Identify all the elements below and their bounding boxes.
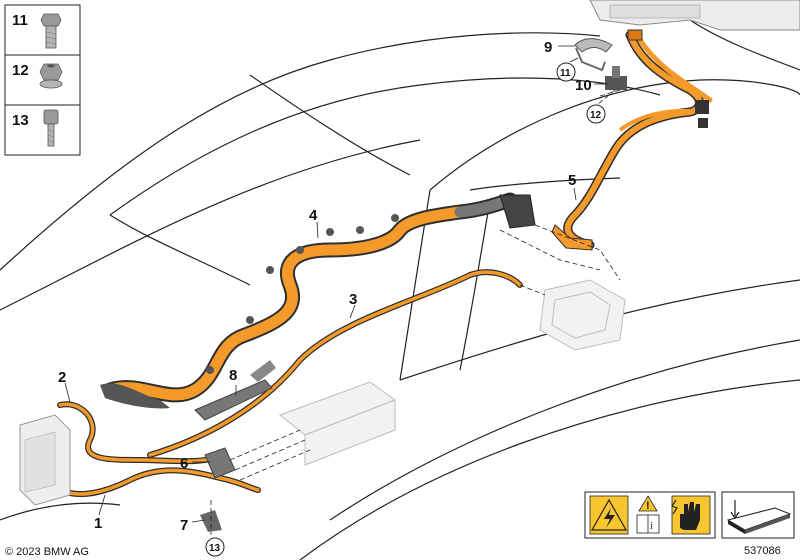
flange-nut-icon	[39, 63, 63, 89]
callout-1: 1	[94, 515, 102, 532]
leader-lines	[210, 89, 621, 535]
cable-2	[57, 401, 228, 465]
cable-3	[147, 269, 523, 458]
callout-3: 3	[349, 291, 357, 308]
callout-2: 2	[58, 369, 66, 386]
circled-ref-13	[205, 537, 225, 557]
fastener-legend: 11 12 13	[4, 4, 81, 156]
callout-10: 10	[575, 77, 592, 94]
cable-1	[52, 467, 261, 498]
svg-text:i: i	[650, 521, 653, 532]
high-voltage-warning-icon	[589, 495, 629, 535]
callout-8: 8	[229, 367, 237, 384]
hv-warning-label: ! i	[584, 491, 716, 539]
center-converter	[278, 381, 397, 466]
callout-7: 7	[180, 517, 188, 534]
legend-item-12-number: 12	[12, 62, 29, 79]
circled-ref-13-label: 13	[209, 543, 221, 554]
callouts: 1 2 3 4 5 6 7 8 9 10 11 12 13	[58, 39, 608, 557]
cable-4	[100, 192, 536, 409]
callout-5: 5	[568, 172, 576, 189]
copyright-text: © 2023 BMW AG	[5, 546, 89, 558]
diagram-number: 537086	[744, 545, 781, 557]
holder-10	[605, 66, 627, 90]
overview-icon	[721, 491, 795, 539]
callout-6: 6	[180, 455, 188, 472]
left-module	[19, 414, 71, 506]
top-right-module	[589, 0, 800, 31]
callout-9: 9	[544, 39, 552, 56]
cable-5	[551, 29, 713, 251]
legend-item-13-number: 13	[12, 112, 29, 129]
caution-manual-icon: ! i	[636, 495, 660, 534]
flange-bolt-icon	[40, 13, 62, 49]
circled-ref-11-label: 11	[560, 68, 571, 79]
circled-ref-12-label: 12	[590, 110, 602, 121]
legend-item-11-number: 11	[12, 12, 28, 29]
bracket-9	[574, 38, 613, 72]
svg-text:!: !	[646, 500, 650, 512]
callout-4: 4	[309, 207, 318, 224]
right-unit	[539, 279, 626, 351]
circled-ref-11	[556, 62, 576, 82]
car-body-outline	[0, 19, 800, 560]
circled-ref-12	[586, 104, 606, 124]
bracket-8	[194, 360, 276, 421]
electric-shock-hand-icon	[671, 495, 711, 535]
hex-socket-screw-icon	[43, 109, 59, 147]
